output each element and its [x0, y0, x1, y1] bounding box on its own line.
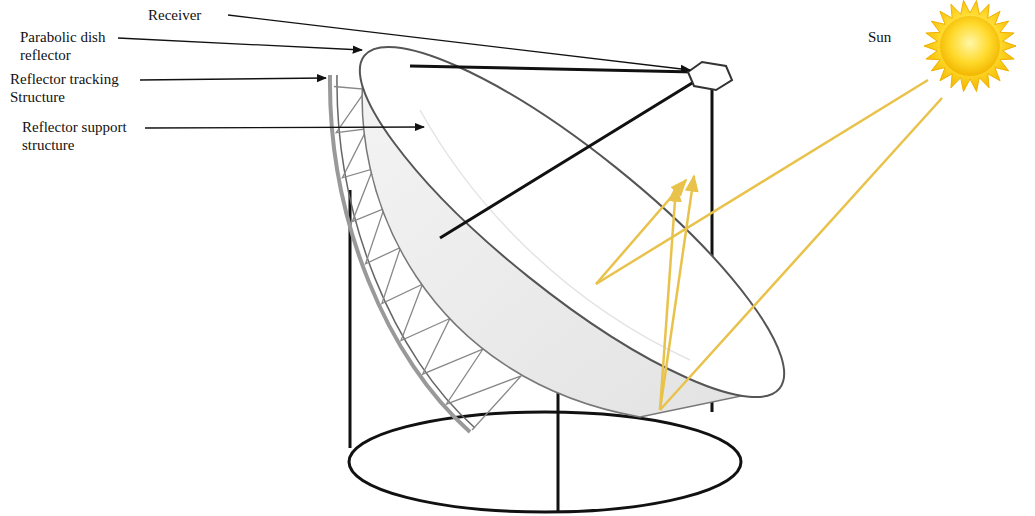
base-ring	[349, 412, 741, 512]
sun-icon	[924, 1, 1016, 92]
part-label: Parabolic dish reflector	[20, 28, 120, 64]
receiver-arm	[410, 66, 695, 72]
part-label: Reflector tracking Structure	[10, 70, 138, 106]
leader-line	[145, 127, 424, 128]
sun-ray	[596, 80, 928, 284]
dish-face	[321, 1, 824, 443]
leader-line	[140, 78, 326, 80]
dish-shading	[420, 110, 690, 360]
part-label: Reflector support structure	[22, 118, 144, 154]
reflected-ray	[660, 186, 676, 410]
part-label: Receiver	[148, 6, 238, 24]
sun-ray	[660, 98, 942, 410]
reflected-ray	[660, 176, 694, 410]
receiver-box	[688, 62, 732, 90]
leader-line	[228, 15, 690, 70]
receiver-arm	[440, 80, 697, 238]
sun-icon	[940, 16, 1000, 76]
leader-line	[118, 38, 362, 50]
sun-label: Sun	[868, 28, 918, 46]
